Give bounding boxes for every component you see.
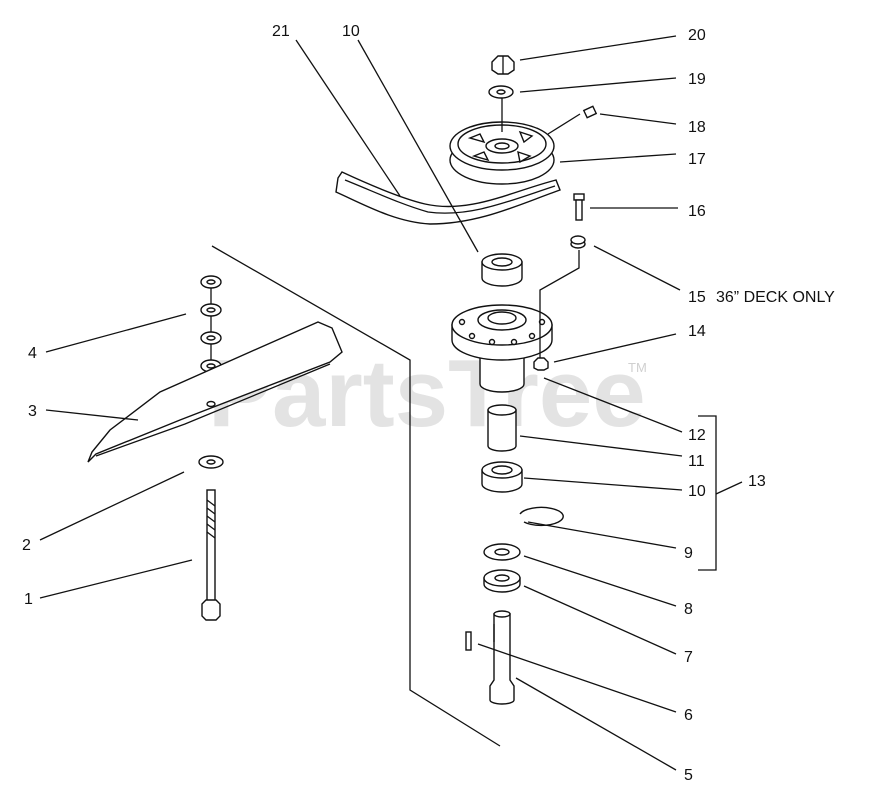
key-icon — [465, 631, 472, 651]
callout-2: 2 — [22, 537, 31, 554]
deck-outline — [211, 245, 501, 747]
callout-14: 14 — [688, 323, 706, 340]
washer-icon — [483, 569, 521, 593]
pulley-icon — [449, 121, 555, 185]
washer-icon — [200, 275, 222, 373]
callout-12: 12 — [688, 427, 706, 444]
lock-washer-icon — [570, 235, 586, 249]
callout-labels: 1 2 3 4 5 6 7 8 9 10 11 12 13 14 15 36” … — [22, 23, 835, 784]
callout-11: 11 — [688, 453, 705, 470]
bearing-icon — [481, 253, 523, 287]
callout-9: 9 — [684, 545, 693, 562]
deck-only-note: 36” DECK ONLY — [716, 289, 835, 306]
callout-5: 5 — [684, 767, 693, 784]
spacer-icon — [487, 404, 517, 452]
callout-13: 13 — [748, 473, 766, 490]
callout-4: 4 — [28, 345, 37, 362]
nut-icon — [533, 357, 549, 371]
callout-16: 16 — [688, 203, 706, 220]
snap-ring-icon — [519, 506, 564, 527]
callout-10-lower: 10 — [688, 483, 706, 500]
callout-21: 21 — [272, 23, 290, 40]
callout-8: 8 — [684, 601, 693, 618]
blade-bolt-icon — [201, 489, 221, 621]
belt-icon — [335, 171, 561, 225]
callout-18: 18 — [688, 119, 706, 136]
washer-icon — [198, 455, 224, 469]
leader-lines — [39, 35, 743, 771]
callout-6: 6 — [684, 707, 693, 724]
callout-20: 20 — [688, 27, 706, 44]
watermark-trademark: TM — [628, 360, 647, 375]
callout-15: 15 — [688, 289, 706, 306]
screw-icon — [573, 193, 585, 221]
callout-3: 3 — [28, 403, 37, 420]
spindle-housing-icon — [451, 304, 553, 393]
nut-icon — [491, 55, 515, 75]
callout-10-upper: 10 — [342, 23, 360, 40]
spindle-shaft-icon — [489, 610, 515, 705]
bearing-icon — [481, 461, 523, 493]
callout-1: 1 — [24, 591, 33, 608]
callout-7: 7 — [684, 649, 693, 666]
callout-17: 17 — [688, 151, 706, 168]
mower-blade-icon — [87, 321, 343, 463]
callout-19: 19 — [688, 71, 706, 88]
washer-icon — [483, 543, 521, 561]
grease-fitting-icon — [582, 105, 598, 119]
washer-icon — [488, 85, 514, 99]
